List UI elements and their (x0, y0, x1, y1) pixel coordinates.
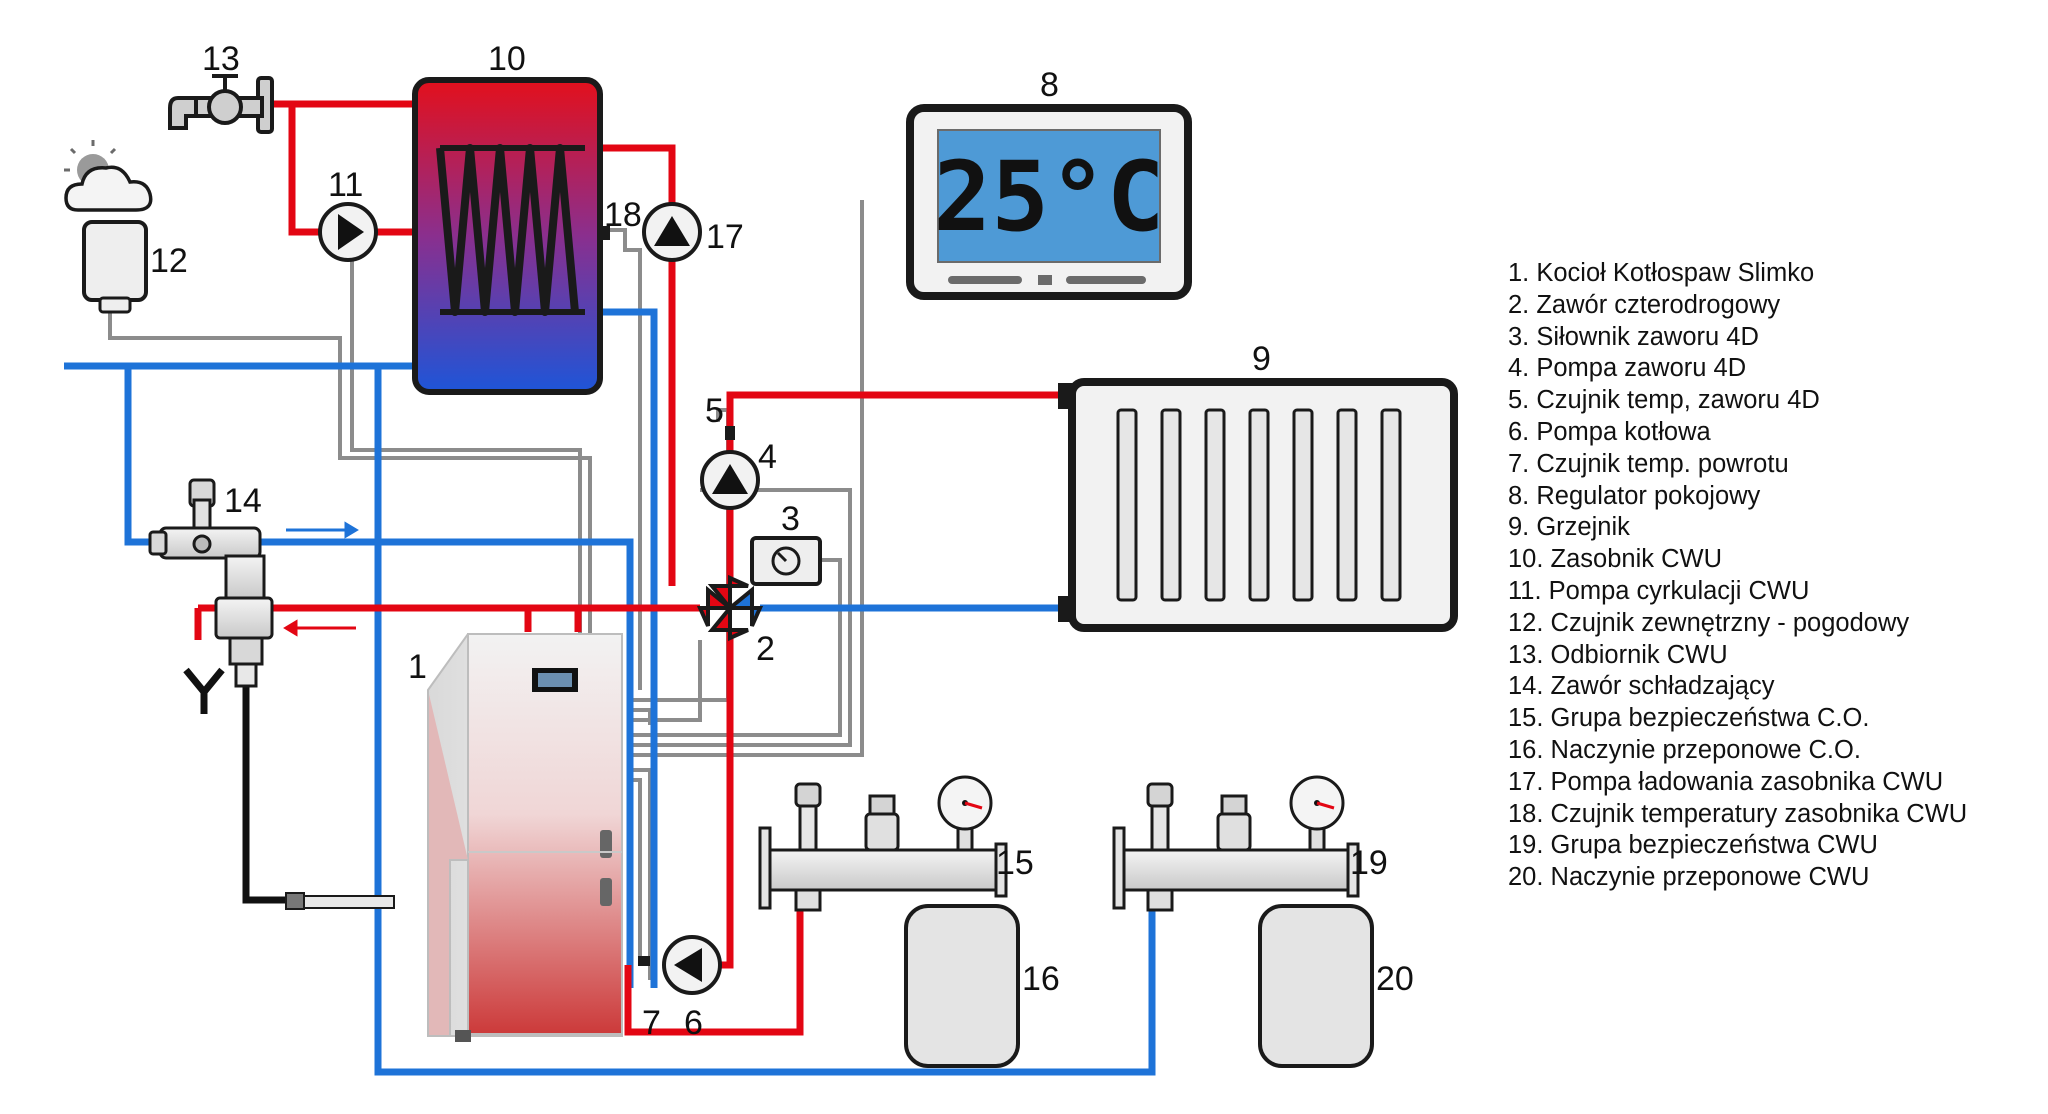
label-20: 20 (1376, 960, 1414, 998)
return-temp-sensor (638, 956, 650, 966)
boiler-pump (662, 935, 722, 995)
sun-cloud-icon (64, 140, 153, 212)
safety-group-co (758, 775, 1008, 912)
label-16: 16 (1022, 960, 1060, 998)
legend-item: 18. Czujnik temperatury zasobnika CWU (1508, 799, 1968, 828)
component-labels: 1 2 3 4 5 6 7 8 9 10 11 12 13 14 15 16 1… (150, 40, 1414, 1042)
valve-actuator (750, 536, 822, 586)
flow-arrow-right (286, 521, 359, 539)
drain-funnel-icon (183, 667, 225, 714)
legend-item: 16. Naczynie przeponowe C.O. (1508, 735, 1861, 764)
label-8: 8 (1040, 66, 1059, 104)
expansion-vessel-co (904, 904, 1020, 1068)
label-6: 6 (684, 1004, 703, 1042)
hot-water-tap (168, 74, 274, 134)
valve-temp-sensor (725, 426, 735, 440)
legend-item: 15. Grupa bezpieczeństwa C.O. (1508, 704, 1870, 733)
dhw-tank (412, 77, 603, 395)
tank-temp-sensor (600, 226, 610, 240)
outdoor-weather-sensor (64, 140, 153, 314)
safety-group-cwu (1112, 775, 1360, 912)
label-5: 5 (705, 392, 724, 430)
radiator (1058, 378, 1458, 632)
label-18: 18 (604, 196, 642, 234)
room-thermostat: 25°C (906, 104, 1192, 300)
label-9: 9 (1252, 340, 1271, 378)
legend-item: 19. Grupa bezpieczeństwa CWU (1508, 831, 1878, 860)
label-3: 3 (781, 500, 800, 538)
label-13: 13 (202, 40, 240, 78)
legend-item: 6. Pompa kotłowa (1508, 417, 1711, 446)
drain-sensor (285, 892, 395, 910)
component-legend: 1. Kocioł Kotłospaw Slimko 2. Zawór czte… (1508, 258, 1967, 894)
legend-item: 17. Pompa ładowania zasobnika CWU (1508, 767, 1944, 796)
legend-item: 13. Odbiornik CWU (1508, 640, 1728, 669)
legend-item: 11. Pompa cyrkulacji CWU (1508, 576, 1810, 605)
label-11: 11 (328, 166, 363, 204)
legend-item: 9. Grzejnik (1508, 513, 1630, 542)
legend-item: 20. Naczynie przeponowe CWU (1508, 863, 1870, 892)
legend-item: 10. Zasobnik CWU (1508, 545, 1722, 574)
label-15: 15 (996, 844, 1034, 882)
legend-item: 14. Zawór schładzający (1508, 672, 1775, 701)
thermostat-temperature: 25°C (933, 141, 1164, 253)
legend-item: 7. Czujnik temp. powrotu (1508, 449, 1789, 478)
label-1: 1 (408, 648, 427, 686)
legend-item: 5. Czujnik temp, zaworu 4D (1508, 386, 1820, 415)
legend-item: 12. Czujnik zewnętrzny - pogodowy (1508, 608, 1910, 637)
label-17: 17 (706, 218, 744, 256)
legend-item: 2. Zawór czterodrogowy (1508, 290, 1781, 319)
expansion-vessel-cwu (1258, 904, 1374, 1068)
legend-item: 8. Regulator pokojowy (1508, 481, 1761, 510)
four-way-valve (696, 574, 764, 642)
legend-item: 4. Pompa zaworu 4D (1508, 354, 1747, 383)
label-12: 12 (150, 242, 188, 280)
label-10: 10 (488, 40, 526, 78)
label-7: 7 (642, 1004, 661, 1042)
legend-item: 1. Kocioł Kotłospaw Slimko (1508, 259, 1815, 287)
drain-pipe (242, 662, 290, 904)
cooling-valve (148, 478, 274, 688)
label-19: 19 (1350, 844, 1388, 882)
boiler (427, 633, 623, 1042)
label-14: 14 (224, 482, 262, 520)
tank-loading-pump (642, 202, 702, 262)
flow-arrow-left (283, 619, 356, 637)
dhw-circulation-pump (318, 202, 378, 262)
valve-4d-pump (700, 450, 760, 510)
label-2: 2 (756, 630, 775, 668)
label-4: 4 (758, 438, 777, 476)
legend-item: 3. Siłownik zaworu 4D (1508, 322, 1759, 351)
